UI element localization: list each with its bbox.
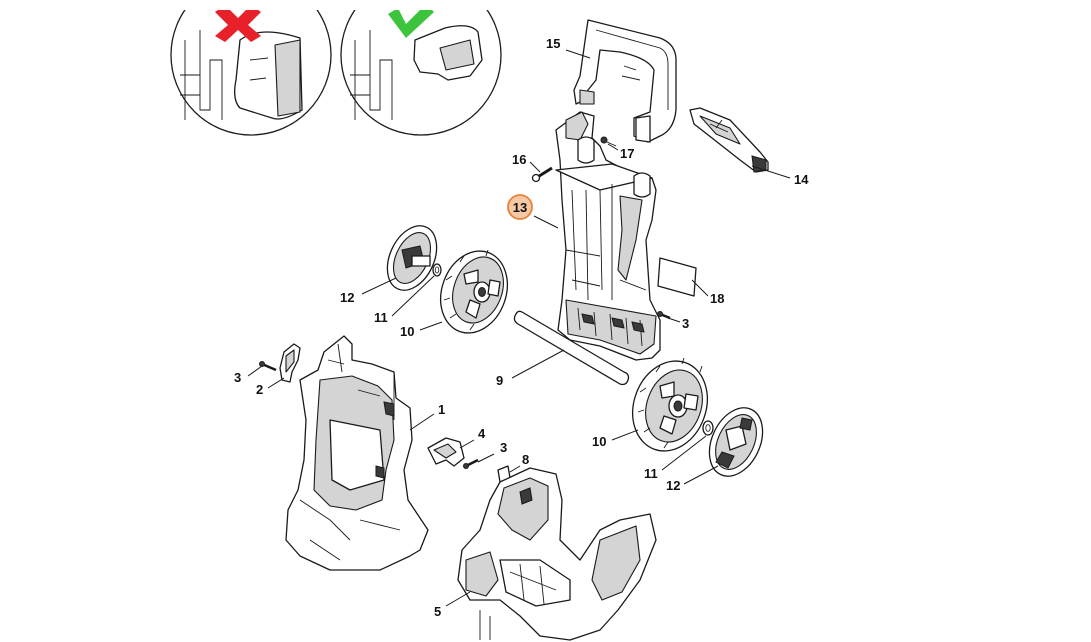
callout-12-lower[interactable]: 12: [666, 478, 680, 493]
callout-5[interactable]: 5: [434, 604, 441, 619]
callout-13-highlight[interactable]: 13: [507, 194, 533, 220]
part-5-base[interactable]: [457, 467, 657, 641]
part-10-wheel-upper[interactable]: [430, 242, 519, 343]
part-2-hose-hook[interactable]: [279, 343, 301, 383]
part-11-washer-upper[interactable]: [432, 263, 442, 277]
part-12-hub-cap-upper[interactable]: [378, 218, 447, 298]
callout-9[interactable]: 9: [496, 373, 503, 388]
callout-8[interactable]: 8: [522, 452, 529, 467]
part-3-screw-frame[interactable]: [657, 311, 671, 320]
x-mark-icon: [215, 10, 261, 42]
part-18-label[interactable]: [657, 257, 697, 297]
callout-11-upper[interactable]: 11: [374, 310, 388, 325]
callout-17[interactable]: 17: [620, 146, 634, 161]
part-4-bracket[interactable]: [427, 437, 465, 467]
callout-16[interactable]: 16: [512, 152, 526, 167]
part-11-washer-lower[interactable]: [702, 420, 714, 436]
part-9-axle[interactable]: [513, 310, 630, 386]
callout-2[interactable]: 2: [256, 382, 263, 397]
part-12-hub-cap-lower[interactable]: [699, 399, 773, 485]
part-1-housing[interactable]: [285, 335, 429, 571]
leader-lines: [247, 49, 791, 607]
callout-3-bracket[interactable]: 3: [500, 440, 507, 455]
part-3-screw-left[interactable]: [259, 361, 277, 372]
callout-10-upper[interactable]: 10: [400, 324, 414, 339]
callout-10-lower[interactable]: 10: [592, 434, 606, 449]
callout-15[interactable]: 15: [546, 36, 560, 51]
callout-4[interactable]: 4: [478, 426, 486, 441]
callout-18[interactable]: 18: [710, 291, 724, 306]
part-16-bolt[interactable]: [531, 166, 553, 183]
part-15-handle[interactable]: [573, 19, 677, 143]
part-17-screw[interactable]: [600, 136, 617, 147]
callout-12-upper[interactable]: 12: [340, 290, 354, 305]
callout-13[interactable]: 13: [513, 200, 527, 215]
part-13-frame[interactable]: [555, 111, 661, 361]
callout-1[interactable]: 1: [438, 402, 445, 417]
part-14-clip[interactable]: [689, 107, 769, 173]
callout-14[interactable]: 14: [794, 172, 809, 187]
check-mark-icon: [388, 10, 434, 38]
detail-inset-correct: [340, 10, 502, 136]
detail-inset-incorrect: [170, 10, 332, 136]
callout-3-left[interactable]: 3: [234, 370, 241, 385]
callout-labels: 15 17 14 16 13 18 3 12 11 10 9 10 11 12 …: [234, 36, 809, 619]
callout-3-frame[interactable]: 3: [682, 316, 689, 331]
callout-11-lower[interactable]: 11: [644, 466, 658, 481]
part-10-wheel-lower[interactable]: [620, 350, 719, 461]
part-3-screw-bracket[interactable]: [463, 458, 479, 469]
